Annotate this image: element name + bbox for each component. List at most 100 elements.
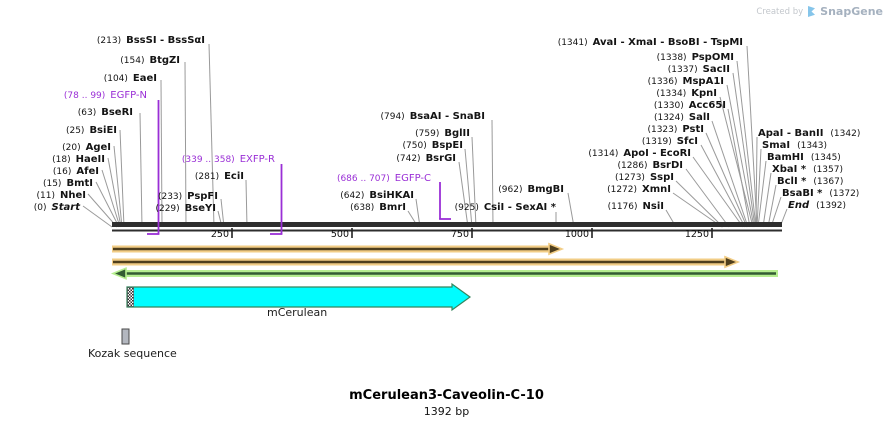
mcerulean-arrow (126, 282, 472, 312)
enzyme-name: NsiI (642, 201, 664, 212)
enzyme-name: BssSI - BssSαI (126, 35, 205, 46)
enzyme-label: (642)BsiHKAI (340, 187, 414, 202)
enzyme-label: (742)BsrGI (396, 150, 456, 165)
site-pos: (1334) (656, 89, 687, 99)
enzyme-name: ApaI - BanII (758, 128, 824, 139)
site-pos: (1336) (647, 77, 678, 87)
enzyme-name: XmnI (642, 184, 671, 195)
enzyme-label: (1341)AvaI - XmaI - BsoBI - TspMI (558, 34, 743, 49)
site-pos: (20) (62, 143, 81, 153)
start-label: (0)Start (34, 199, 80, 214)
enzyme-label: BclI * (1367) (777, 173, 843, 188)
watermark: Created by SnapGene (756, 5, 883, 18)
site-pos: (1357) (813, 165, 843, 175)
site-pos: (1342) (830, 129, 861, 139)
site-pos: (1343) (797, 141, 828, 151)
map-length: 1392 bp (423, 405, 470, 418)
primer-range: (78 .. 99) (63, 91, 106, 101)
enzyme-label: (15)BmtI (43, 175, 93, 190)
enzyme-name: NheI (60, 190, 86, 201)
site-pos: (1286) (617, 161, 648, 171)
enzyme-label: (18)HaeII (52, 151, 105, 166)
enzyme-label: (25)BsiEI (66, 122, 117, 137)
enzyme-label: ApaI - BanII (1342) (758, 125, 860, 140)
enzyme-name: AvaI - XmaI - BsoBI - TspMI (592, 37, 743, 48)
enzyme-label: (1337) SacII (668, 61, 730, 76)
site-pos: (1324) (653, 113, 684, 123)
site-pos: (63) (77, 108, 97, 118)
enzyme-label: (1286)BsrDI (618, 157, 683, 172)
created-by-text: Created by (756, 6, 804, 17)
site-pos: (1273) (615, 173, 645, 183)
enzyme-name: BmgBI (527, 184, 564, 195)
enzyme-name: BclI * (777, 176, 807, 187)
enzyme-label: (962) BmgBI (498, 181, 564, 196)
enzyme-label: (1330)Acc65I (654, 97, 726, 112)
site-pos: (104) (103, 74, 128, 84)
enzyme-name: Acc65I (688, 100, 726, 111)
enzyme-label: (213) BssSI - BssSαI (97, 32, 205, 47)
primer-label: (339 .. 358)EXFP-R (182, 151, 275, 166)
enzyme-label: (1273)SspI (615, 169, 674, 184)
kozak-label: Kozak sequence (88, 347, 177, 360)
site-pos: (233) (157, 192, 183, 202)
site-pos: (750) (402, 141, 427, 151)
enzyme-name: BsaAI - SnaBI (409, 111, 485, 122)
site-pos: (1176) (607, 202, 638, 212)
enzyme-label: (11)NheI (37, 187, 86, 202)
primer-marks (147, 100, 451, 235)
ruler-ticks (231, 228, 713, 238)
enzyme-name: MspA1I (682, 76, 724, 87)
site-pos: (1338) (656, 53, 687, 63)
snapgene-logo-icon (808, 6, 816, 17)
forward-feature-arrow-2 (112, 255, 741, 269)
enzyme-name: BsiEI (89, 125, 117, 136)
enzyme-label: (925)CsiI - SexAI * (455, 199, 556, 214)
site-pos: (213) (96, 36, 122, 46)
enzyme-label: (233) PspFI (158, 188, 218, 203)
enzyme-name: AgeI (85, 142, 111, 153)
enzyme-name: EaeI (132, 73, 157, 84)
sequence-bar (112, 222, 782, 232)
enzyme-label: (638)BmrI (350, 199, 406, 214)
enzyme-label: (20) AgeI (62, 139, 111, 154)
end-label: End(1392) (788, 197, 846, 212)
ruler-number: 1250 (684, 229, 709, 240)
site-pos: (15) (42, 179, 62, 189)
enzyme-name: SalI (688, 112, 710, 123)
enzyme-name: CsiI - SexAI * (483, 202, 556, 213)
enzyme-name: SacII (702, 64, 730, 75)
site-pos: (16) (52, 167, 72, 177)
map-title: mCerulean3-Caveolin-C-10 (349, 388, 544, 403)
primer-label: (686 .. 707)EGFP-C (337, 170, 431, 185)
enzyme-label: (1323)PstI (647, 121, 704, 136)
enzyme-label: (281)EciI (195, 168, 244, 183)
site-pos: (962) (498, 185, 523, 195)
primer-name: EGFP-N (110, 90, 147, 101)
enzyme-name: BseYI (184, 203, 216, 214)
site-pos: (1314) (588, 149, 619, 159)
enzyme-name: PspFI (187, 191, 218, 202)
enzyme-label: SmaI(1343) (762, 137, 827, 152)
forward-feature-arrow-1 (112, 242, 565, 256)
primer-label: (78 .. 99) EGFP-N (64, 87, 147, 102)
site-pos: (1367) (813, 177, 844, 187)
ruler-number: 1000 (564, 229, 589, 240)
enzyme-label: (1272)XmnI (607, 181, 671, 196)
enzyme-label: (794)BsaAI - SnaBI (380, 108, 485, 123)
reverse-feature-arrow (110, 267, 778, 280)
terminus-name: End (788, 200, 810, 211)
site-pos: (1337) (667, 65, 698, 75)
enzyme-label: (1324) SalI (654, 109, 710, 124)
enzyme-label: BsaBI *(1372) (782, 185, 859, 200)
primer-range: (339 .. 358) (181, 155, 235, 165)
enzyme-name: BtgZI (149, 55, 180, 66)
site-pos: (229) (155, 204, 180, 214)
enzyme-name: AfeI (76, 166, 99, 177)
enzyme-label: (154)BtgZI (120, 52, 180, 67)
map-title-block: mCerulean3-Caveolin-C-10 1392 bp (0, 388, 893, 418)
enzyme-label: (759)BglII (415, 125, 470, 140)
enzyme-name: PstI (682, 124, 704, 135)
site-pos: (1345) (810, 153, 841, 163)
enzyme-label: (750)BspEI (403, 137, 464, 152)
